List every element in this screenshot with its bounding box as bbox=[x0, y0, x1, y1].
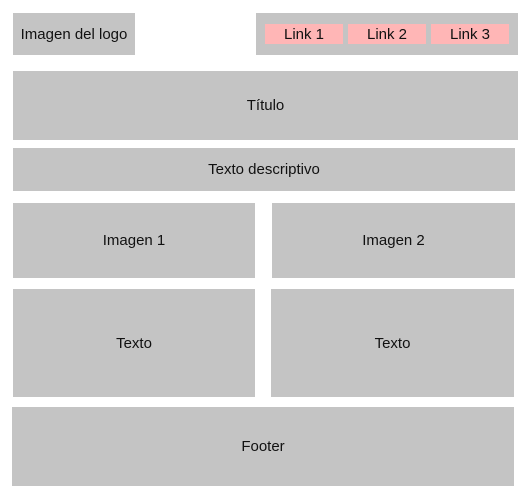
image-placeholder-1: Imagen 1 bbox=[13, 203, 255, 278]
image-label: Imagen 2 bbox=[362, 232, 425, 249]
nav-link-2[interactable]: Link 2 bbox=[348, 24, 426, 44]
description-block: Texto descriptivo bbox=[13, 148, 515, 191]
footer-label: Footer bbox=[241, 438, 285, 455]
page-title-block: Título bbox=[13, 71, 518, 140]
text-block-1: Texto bbox=[13, 289, 255, 397]
logo-label: Imagen del logo bbox=[20, 25, 128, 43]
nav-link-3[interactable]: Link 3 bbox=[431, 24, 509, 44]
footer: Footer bbox=[12, 407, 514, 486]
text-label: Texto bbox=[116, 334, 152, 352]
text-label: Texto bbox=[374, 334, 411, 352]
image-label: Imagen 1 bbox=[102, 232, 166, 249]
image-placeholder-2: Imagen 2 bbox=[272, 203, 515, 278]
nav-link-label: Link 3 bbox=[449, 25, 491, 43]
logo-image-placeholder: Imagen del logo bbox=[13, 13, 135, 55]
nav-link-label: Link 1 bbox=[283, 25, 325, 43]
nav-link-label: Link 2 bbox=[366, 25, 408, 43]
description-text: Texto descriptivo bbox=[208, 161, 320, 178]
nav-link-1[interactable]: Link 1 bbox=[265, 24, 343, 44]
text-block-2: Texto bbox=[271, 289, 514, 397]
page-title: Título bbox=[246, 97, 285, 114]
